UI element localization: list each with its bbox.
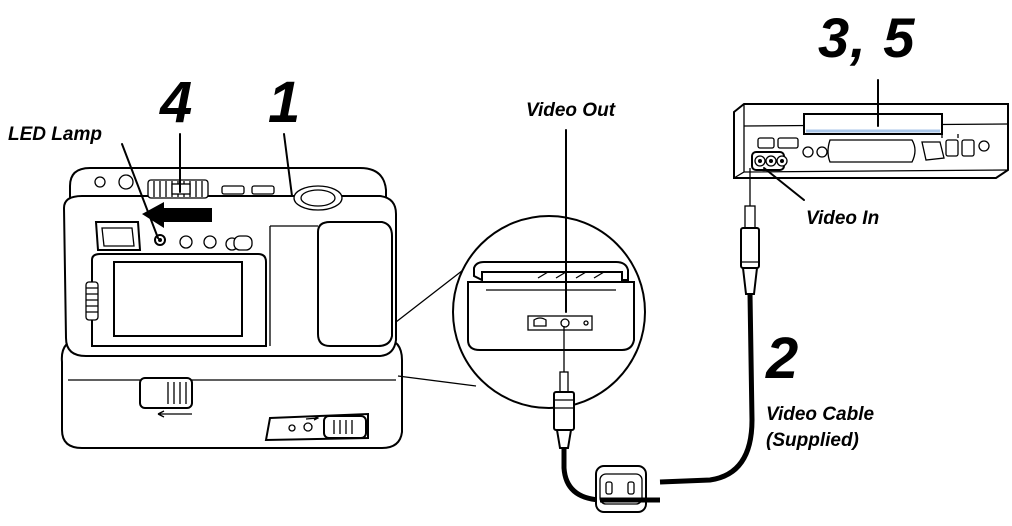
- leader-step-1: [283, 133, 293, 197]
- dock-arrow-icon: [157, 410, 192, 418]
- step-4-label: 4: [160, 70, 194, 135]
- video-jack-icon: [533, 317, 547, 327]
- vcr: [733, 103, 1009, 179]
- video-cable-label-line2: (Supplied): [766, 430, 859, 451]
- leader-video-in: [763, 167, 805, 201]
- video-out-jack: [560, 318, 570, 328]
- camera-button: [179, 235, 193, 249]
- digital-camera: [62, 167, 397, 357]
- leader-lines: [121, 79, 879, 313]
- rca-plug-icon: [553, 391, 575, 431]
- step-2-label: 2: [766, 326, 800, 391]
- dock-slide-switch: [139, 377, 193, 409]
- video-in-label: Video In: [806, 208, 880, 229]
- magnifier-detail: [395, 215, 646, 409]
- video-cable: [553, 168, 760, 513]
- slide-direction-arrow-icon: [142, 202, 212, 228]
- video-out-label: Video Out: [526, 100, 616, 121]
- camera-button: [203, 235, 217, 249]
- ferrite-core: [595, 465, 647, 513]
- led-lamp-label: LED Lamp: [8, 124, 102, 145]
- step-1-label: 1: [268, 70, 302, 135]
- vcr-cassette-slot: [803, 113, 943, 135]
- video-cable-label-line1: Video Cable: [766, 404, 875, 425]
- camera-dock: [60, 337, 403, 449]
- lcd-screen: [113, 261, 243, 337]
- leader-led-lamp: [121, 143, 159, 239]
- step-3-5-label: 3, 5: [818, 6, 916, 69]
